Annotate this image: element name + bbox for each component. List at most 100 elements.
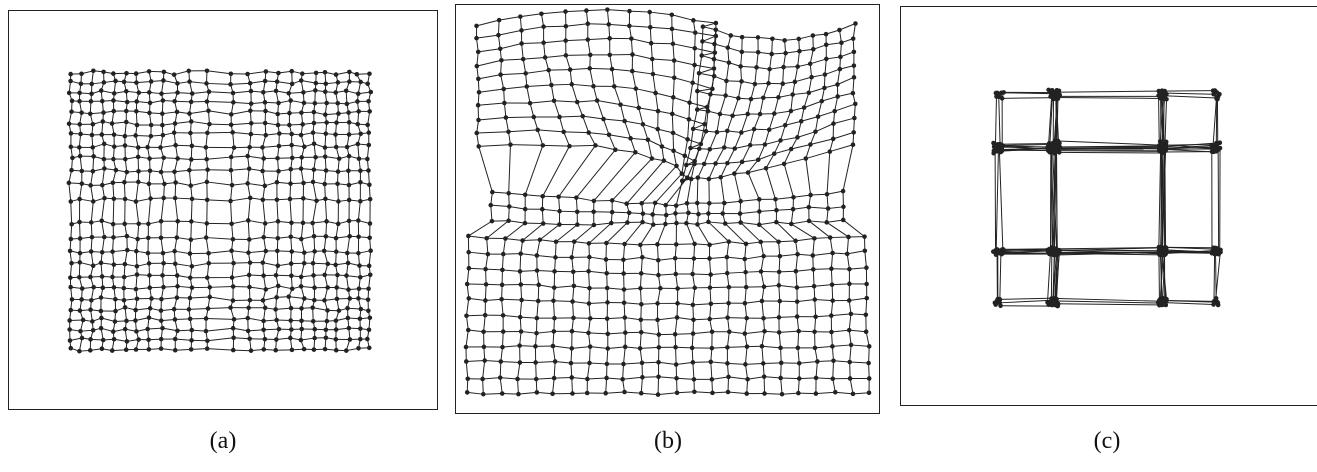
lattice-edge <box>347 156 350 171</box>
lattice-node <box>111 235 116 240</box>
lattice-node <box>134 272 140 277</box>
lattice-node <box>346 110 351 115</box>
lattice-edge <box>90 201 94 223</box>
lattice-node <box>846 327 852 333</box>
lattice-node <box>262 221 268 226</box>
lattice-node <box>829 313 834 318</box>
lattice-node <box>110 274 115 280</box>
lattice-node <box>354 71 360 77</box>
lattice-edge <box>865 298 868 315</box>
lattice-node <box>261 234 266 240</box>
lattice-edge <box>1054 246 1162 250</box>
lattice-node <box>794 285 800 290</box>
lattice-node <box>671 148 676 154</box>
lattice-edge <box>761 345 781 349</box>
lattice-node <box>556 194 561 200</box>
lattice-edge <box>639 273 642 289</box>
lattice-edge <box>1053 151 1163 154</box>
lattice-node <box>175 328 180 334</box>
lattice-edge <box>849 329 867 333</box>
lattice-edge <box>262 170 266 186</box>
lattice-node <box>541 24 546 29</box>
lattice-edge <box>622 243 626 260</box>
lattice-edge <box>476 19 500 27</box>
lattice-node <box>812 236 817 241</box>
lattice-edge <box>247 197 251 221</box>
lattice-edge <box>812 252 833 256</box>
lattice-node <box>136 169 141 174</box>
lattice-node <box>742 256 748 262</box>
lattice-edge <box>206 70 231 75</box>
lattice-edge <box>208 110 232 115</box>
lattice-node <box>503 115 509 120</box>
lattice-edge <box>814 299 817 317</box>
lattice-node <box>721 145 727 150</box>
lattice-node <box>744 315 750 321</box>
lattice-edge <box>231 219 249 225</box>
lattice-node <box>100 337 106 343</box>
lattice-node <box>344 273 349 278</box>
lattice-node <box>622 315 628 320</box>
lattice-edge <box>747 376 765 380</box>
lattice-node <box>275 111 281 117</box>
lattice-edge <box>558 196 561 212</box>
lattice-edge <box>624 120 632 139</box>
lattice-edge <box>231 223 234 240</box>
lattice-edge <box>708 221 726 225</box>
lattice-edge <box>523 56 546 60</box>
lattice-node <box>123 347 129 352</box>
lattice-node <box>160 111 165 116</box>
lattice-edge <box>740 65 757 68</box>
lattice-node <box>621 271 626 276</box>
lattice-node <box>135 154 141 160</box>
lattice-edge <box>160 144 176 149</box>
lattice-edge <box>587 39 591 55</box>
lattice-node <box>1053 95 1059 100</box>
lattice-node <box>68 131 74 136</box>
lattice-edge <box>739 210 760 215</box>
lattice-node <box>815 359 820 364</box>
lattice-node <box>301 90 306 95</box>
lattice-node <box>367 315 373 321</box>
lattice-node <box>111 285 117 290</box>
lattice-edge <box>345 275 349 290</box>
lattice-node <box>709 377 715 382</box>
lattice-node <box>158 318 164 323</box>
lattice-node <box>776 239 781 245</box>
lattice-edge <box>763 316 779 319</box>
lattice-edge <box>864 250 867 268</box>
lattice-edge <box>1054 251 1058 299</box>
lattice-node <box>803 156 809 161</box>
lattice-node <box>671 58 677 63</box>
lattice-edge <box>734 132 742 149</box>
lattice-node <box>611 84 617 89</box>
lattice-node <box>742 331 748 336</box>
lattice-edge <box>538 284 555 289</box>
lattice-edge <box>206 101 234 103</box>
lattice-edge <box>833 131 854 140</box>
lattice-node <box>812 329 817 335</box>
lattice-edge <box>136 80 152 84</box>
lattice-node <box>847 266 852 272</box>
lattice-edge <box>715 147 725 164</box>
lattice-node <box>656 272 661 278</box>
lattice-node <box>863 312 869 318</box>
lattice-edge <box>465 361 469 379</box>
lattice-node <box>829 329 834 335</box>
lattice-node <box>563 9 568 14</box>
lattice-node <box>88 307 93 312</box>
lattice-node <box>365 336 370 342</box>
lattice-node <box>88 183 93 188</box>
lattice-node <box>135 145 141 150</box>
lattice-edge <box>597 100 621 106</box>
lattice-node <box>70 155 75 161</box>
lattice-edge <box>744 330 765 335</box>
lattice-node <box>100 119 106 124</box>
lattice-edge <box>573 224 595 243</box>
lattice-node <box>68 71 73 77</box>
lattice-edge <box>796 316 800 332</box>
lattice-node <box>322 346 328 352</box>
lattice-edge <box>554 285 574 289</box>
lattice-edge <box>588 257 590 272</box>
lattice-edge <box>849 361 869 364</box>
